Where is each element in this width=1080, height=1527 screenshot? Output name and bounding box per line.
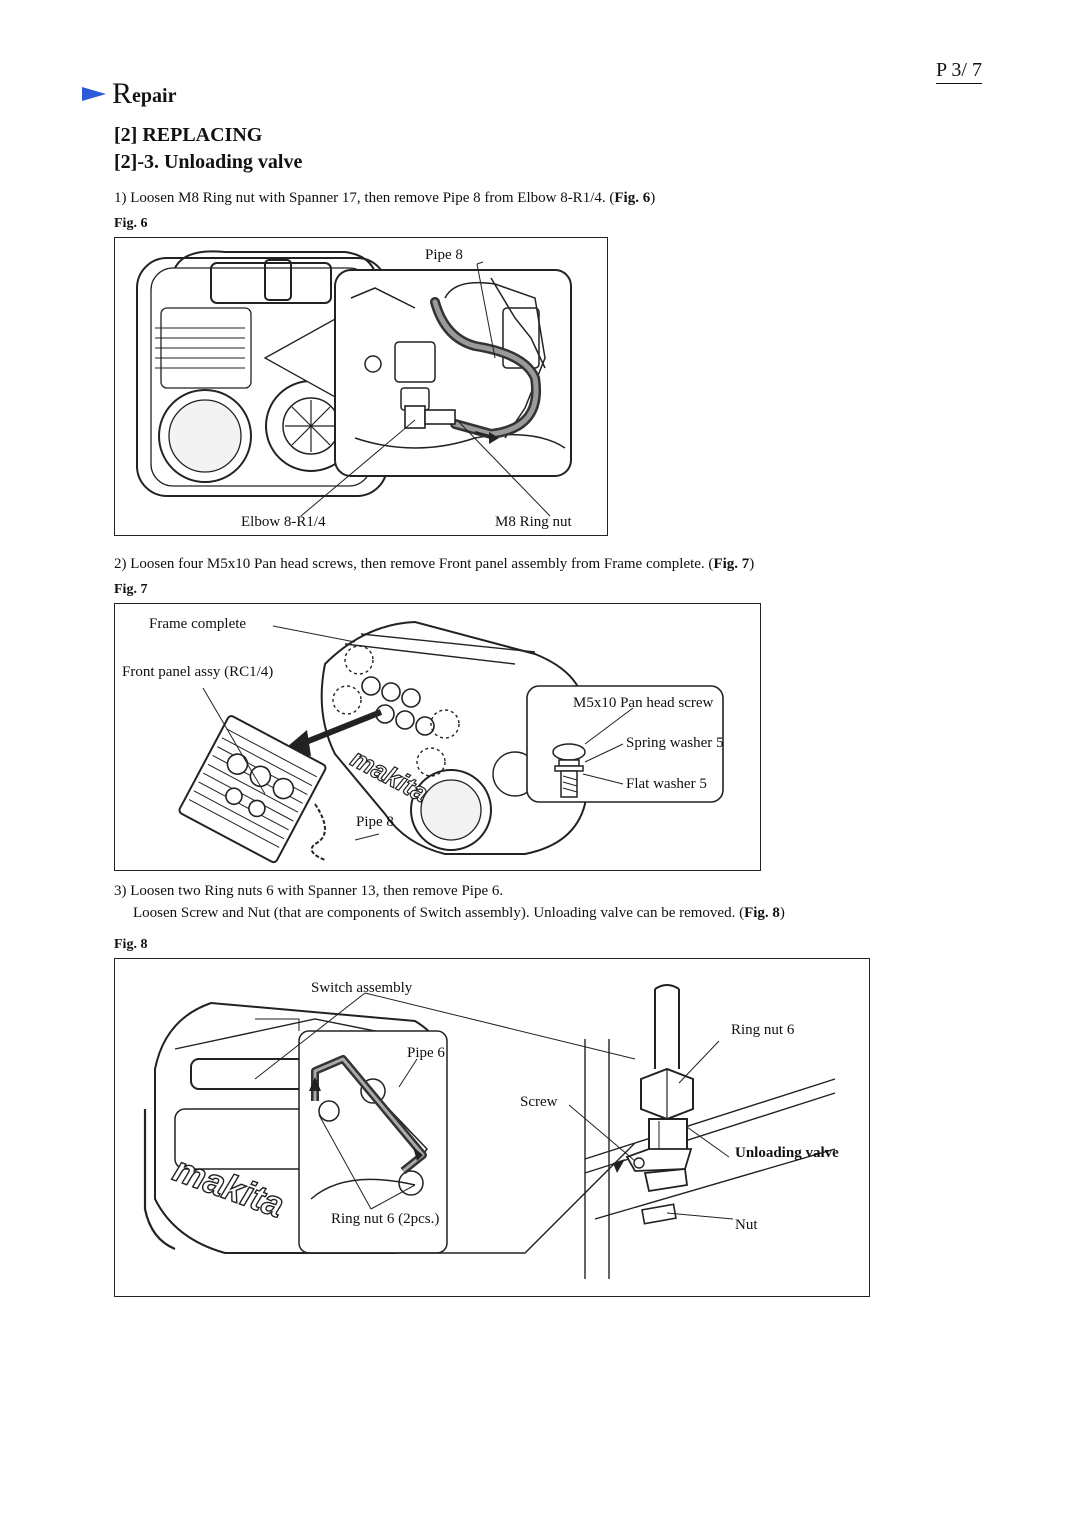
- figure-6: Pipe 8 Elbow 8-R1/4 M8 Ring nut: [114, 237, 608, 536]
- fig8-body-logo: makita: [168, 1148, 289, 1226]
- step-3b-close: ): [779, 905, 785, 921]
- fig7-callout-front-panel: Front panel assy (RC1/4): [122, 664, 274, 680]
- fig6-callout-pipe8: Pipe 8: [425, 247, 463, 263]
- fig7-callout-spring-washer: Spring washer 5: [626, 735, 724, 751]
- fig6-label: Fig. 6: [114, 216, 148, 231]
- step-1-text: 1) Loosen M8 Ring nut with Spanner 17, t…: [114, 190, 615, 206]
- section-title-rest: epair: [132, 85, 177, 107]
- heading-replacing: [2] REPLACING: [114, 124, 263, 146]
- fig8-callout-nut: Nut: [735, 1217, 758, 1233]
- fig7-label: Fig. 7: [114, 582, 148, 597]
- play-arrow-icon: [82, 87, 106, 101]
- figure-6-illustration: [136, 250, 572, 517]
- step-1: 1) Loosen M8 Ring nut with Spanner 17, t…: [114, 189, 655, 208]
- step-2-text: 2) Loosen four M5x10 Pan head screws, th…: [114, 556, 714, 572]
- fig6-callout-ringnut: M8 Ring nut: [495, 514, 572, 530]
- fig8-label: Fig. 8: [114, 937, 148, 952]
- step-3b-fig-ref: Fig. 8: [744, 905, 780, 921]
- step-2: 2) Loosen four M5x10 Pan head screws, th…: [114, 555, 754, 574]
- heading-unloading-valve: [2]-3. Unloading valve: [114, 151, 303, 173]
- step-2-fig-ref: Fig. 7: [713, 556, 750, 572]
- fig8-callout-ringnut6: Ring nut 6: [731, 1022, 795, 1038]
- fig7-callout-pan-head: M5x10 Pan head screw: [573, 695, 714, 711]
- fig7-callout-flat-washer: Flat washer 5: [626, 776, 707, 792]
- fig8-callout-ringnut-2pcs: Ring nut 6 (2pcs.): [331, 1211, 440, 1227]
- figure-8: makita: [114, 958, 870, 1297]
- fig7-body-logo: makita: [346, 743, 433, 808]
- step-3b-text: Loosen Screw and Nut (that are component…: [133, 905, 745, 921]
- section-title-initial: R: [112, 77, 133, 110]
- fig7-callout-pipe8: Pipe 8: [356, 814, 394, 830]
- fig7-callout-frame: Frame complete: [149, 616, 247, 632]
- fig8-callout-screw: Screw: [520, 1094, 558, 1110]
- fig8-callout-switch: Switch assembly: [311, 980, 413, 996]
- section-title: R epair: [82, 78, 176, 110]
- figure-7: makita: [114, 603, 761, 871]
- figure-7-illustration: makita: [178, 620, 724, 864]
- fig6-callout-elbow: Elbow 8-R1/4: [241, 514, 326, 530]
- step-2-close: ): [749, 556, 755, 572]
- step-3: 3) Loosen two Ring nuts 6 with Spanner 1…: [114, 883, 504, 899]
- page-number: P 3/ 7: [936, 58, 982, 84]
- figure-8-illustration: makita: [143, 984, 836, 1279]
- step-1-fig-ref: Fig. 6: [614, 190, 651, 206]
- step-1-close: ): [650, 190, 656, 206]
- fig8-callout-pipe6: Pipe 6: [407, 1045, 445, 1061]
- fig8-callout-unloading-valve: Unloading valve: [735, 1145, 839, 1161]
- step-3b: Loosen Screw and Nut (that are component…: [133, 904, 785, 923]
